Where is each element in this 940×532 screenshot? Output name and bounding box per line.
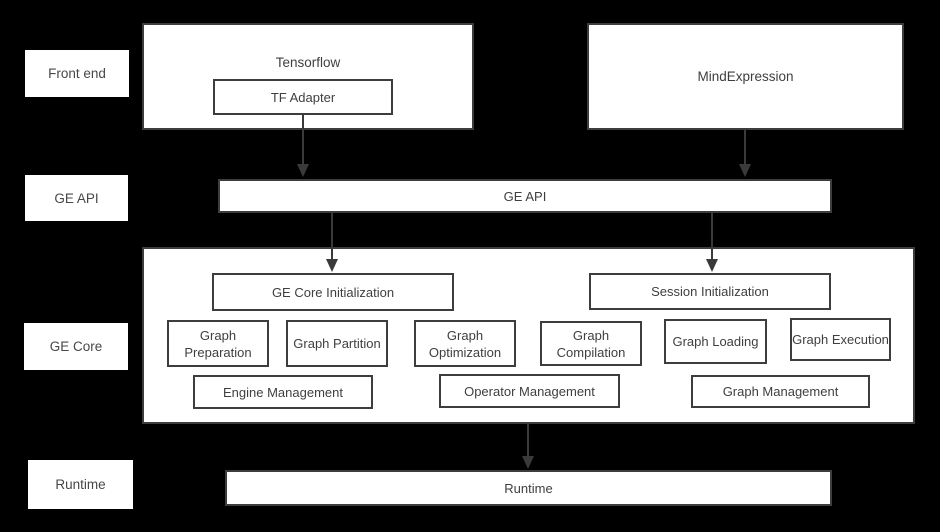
graph-partition-box: Graph Partition — [286, 320, 388, 367]
graph-optimization-box: Graph Optimization — [414, 320, 516, 367]
ge-core-initialization-box: GE Core Initialization — [212, 273, 454, 311]
operator-management-box: Operator Management — [439, 374, 620, 408]
row-label-front-end: Front end — [25, 50, 129, 97]
graph-compilation-box: Graph Compilation — [540, 321, 642, 366]
engine-management-box: Engine Management — [193, 375, 373, 409]
runtime-bar: Runtime — [225, 470, 832, 506]
session-initialization-box: Session Initialization — [589, 273, 831, 310]
tensorflow-title: Tensorflow — [275, 55, 341, 70]
graph-management-box: Graph Management — [691, 375, 870, 408]
tf-adapter-box: TF Adapter — [213, 79, 393, 115]
graph-loading-box: Graph Loading — [664, 319, 767, 364]
row-label-runtime: Runtime — [28, 460, 133, 509]
row-label-ge-api: GE API — [25, 175, 128, 221]
ge-api-bar: GE API — [218, 179, 832, 213]
graph-preparation-box: Graph Preparation — [167, 320, 269, 367]
mindexpression-box: MindExpression — [587, 23, 904, 130]
graph-execution-box: Graph Execution — [790, 318, 891, 361]
row-label-ge-core: GE Core — [24, 323, 128, 370]
